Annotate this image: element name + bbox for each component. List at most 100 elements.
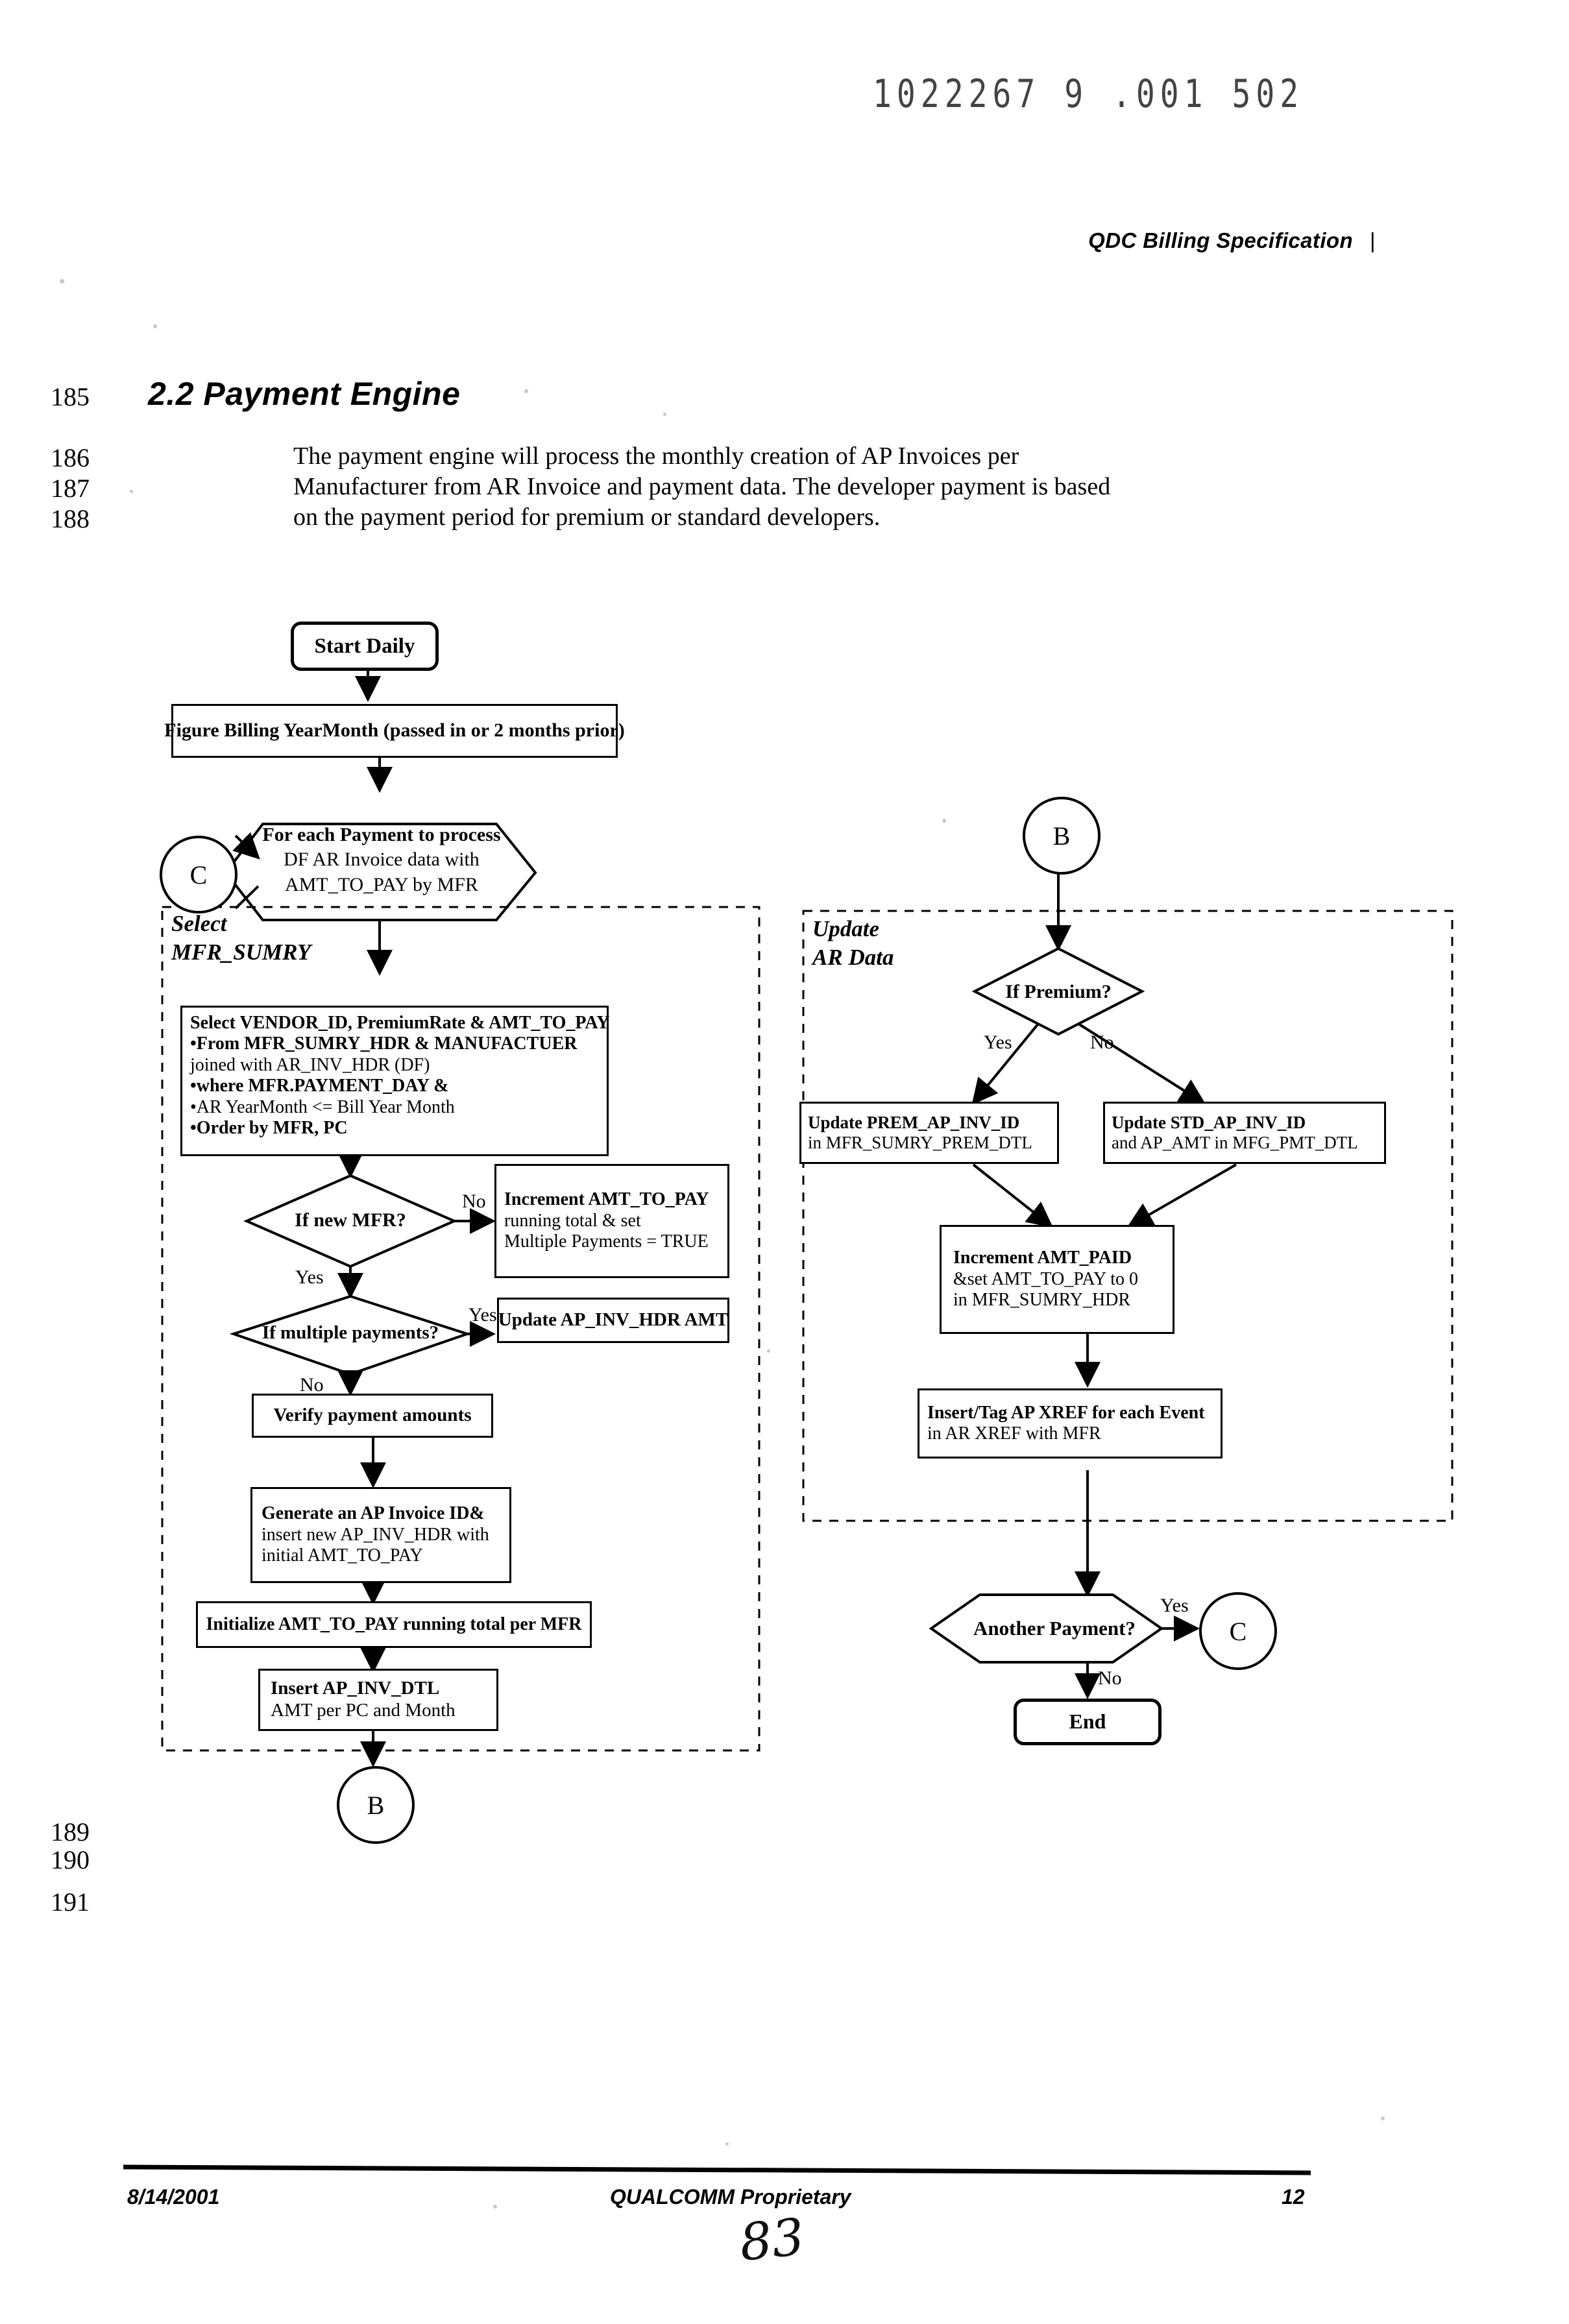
flow-edge-label-no: No: [1098, 1667, 1122, 1689]
change-bar-icon: |: [1370, 228, 1376, 252]
flow-xref-line: Insert/Tag AP XREF for each Event: [927, 1402, 1205, 1423]
flow-node-update-ap-inv-hdr-amt: Update AP_INV_HDR AMT: [497, 1298, 729, 1343]
flow-hexagon-line: For each Payment to process: [262, 824, 501, 845]
flow-group-label-select: Select MFR_SUMRY: [171, 910, 311, 967]
flow-group-label-line: MFR_SUMRY: [171, 939, 311, 965]
flow-node-insert-tag-ap-xref: Insert/Tag AP XREF for each Event in AR …: [918, 1388, 1222, 1459]
flow-update-std-line: Update STD_AP_INV_ID: [1112, 1112, 1306, 1132]
flow-hexagon-line: DF AR Invoice data with: [284, 849, 480, 871]
handwritten-page-number: 83: [736, 2208, 807, 2273]
flow-insert-dtl-line: Insert AP_INV_DTL: [271, 1678, 440, 1699]
scan-speckle: [663, 413, 666, 416]
flow-increment-paid-line: in MFR_SUMRY_HDR: [953, 1290, 1131, 1311]
flow-node-initialize-label: Initialize AMT_TO_PAY running total per …: [206, 1614, 582, 1634]
flow-connector-b-right: B: [1023, 797, 1101, 875]
flow-select-line: joined with AR_INV_HDR (DF): [190, 1054, 430, 1075]
flow-node-insert-ap-inv-dtl: Insert AP_INV_DTL AMT per PC and Month: [258, 1669, 498, 1731]
page-header: QDC Billing Specification|: [1038, 228, 1376, 253]
scan-speckle: [942, 819, 946, 823]
flow-increment-line: Increment AMT_TO_PAY: [504, 1189, 709, 1210]
flow-node-update-ap-inv-hdr-amt-label: Update AP_INV_HDR AMT: [498, 1309, 729, 1331]
flow-edge-label-no: No: [1090, 1032, 1114, 1053]
flow-generate-line: Generate an AP Invoice ID&: [262, 1503, 485, 1524]
scan-speckle: [153, 324, 157, 328]
footer-date: 8/14/2001: [127, 2185, 220, 2209]
flow-decision-another-payment-label: Another Payment?: [973, 1617, 1136, 1640]
flow-connector-b-bottom: B: [337, 1766, 415, 1844]
scan-speckle: [767, 1350, 770, 1353]
flow-edge-label-yes: Yes: [984, 1032, 1012, 1053]
flow-edge-label-yes: Yes: [295, 1266, 324, 1288]
flow-increment-paid-line: Increment AMT_PAID: [953, 1248, 1132, 1268]
flow-decision-multiple-payments: If multiple payments?: [253, 1322, 448, 1344]
flow-group-label-update: Update AR Data: [812, 915, 894, 972]
flow-update-std-line: and AP_AMT in MFG_PMT_DTL: [1112, 1133, 1358, 1152]
paragraph-line: Manufacturer from AR Invoice and payment…: [293, 473, 1111, 500]
flow-increment-line: Multiple Payments = TRUE: [504, 1231, 709, 1252]
flow-select-line: •From MFR_SUMRY_HDR & MANUFACTUER: [190, 1034, 578, 1054]
flow-edge-label-yes: Yes: [1160, 1595, 1189, 1616]
flow-increment-line: running total & set: [504, 1210, 641, 1231]
section-heading: 2.2 Payment Engine: [148, 376, 461, 412]
flow-connector-b-bottom-label: B: [367, 1790, 385, 1820]
flow-connector-c-left: C: [160, 836, 237, 914]
flow-node-end: End: [1014, 1699, 1162, 1745]
flow-insert-dtl-line: AMT per PC and Month: [271, 1700, 456, 1721]
flow-node-update-std-ap-inv-id: Update STD_AP_INV_ID and AP_AMT in MFG_P…: [1103, 1102, 1386, 1164]
scan-speckle: [725, 2142, 729, 2146]
flow-node-increment-amt-to-pay: Increment AMT_TO_PAY running total & set…: [494, 1164, 729, 1278]
flow-connector-c-right-label: C: [1229, 1616, 1247, 1646]
scan-speckle: [493, 2205, 497, 2209]
flow-decision-if-premium-label: If Premium?: [1005, 981, 1112, 1002]
flow-xref-line: in AR XREF with MFR: [927, 1423, 1101, 1444]
flow-connector-b-right-label: B: [1052, 821, 1071, 851]
flow-node-verify-payment-amounts: Verify payment amounts: [252, 1394, 493, 1438]
line-number-187: 187: [51, 474, 90, 503]
line-number-190: 190: [51, 1845, 90, 1874]
flow-edge-label-no: No: [462, 1191, 486, 1212]
flow-node-start: Start Daily: [291, 622, 439, 671]
line-number-186: 186: [51, 443, 90, 472]
bates-stamp: 1022267 9 .001 502: [873, 71, 1304, 117]
footer-divider: [123, 2164, 1311, 2175]
flow-node-verify-label: Verify payment amounts: [273, 1405, 472, 1426]
flow-update-prem-line: Update PREM_AP_INV_ID: [808, 1112, 1020, 1132]
flow-decision-if-premium: If Premium?: [987, 981, 1130, 1003]
flow-node-select-statement: Select VENDOR_ID, PremiumRate & AMT_TO_P…: [180, 1006, 609, 1156]
flow-select-line: •Order by MFR, PC: [190, 1118, 348, 1139]
footer-page-number: 12: [1282, 2185, 1305, 2209]
flow-node-figure-billing: Figure Billing YearMonth (passed in or 2…: [164, 704, 625, 758]
scan-speckle: [1381, 2116, 1385, 2120]
scan-speckle: [524, 389, 528, 393]
flow-decision-multiple-payments-label: If multiple payments?: [262, 1322, 439, 1343]
flow-select-line: •AR YearMonth <= Bill Year Month: [190, 1096, 455, 1117]
flow-node-start-label: Start Daily: [314, 634, 415, 658]
flow-decision-new-mfr: If new MFR?: [273, 1209, 428, 1231]
flow-group-label-line: AR Data: [812, 944, 894, 970]
scan-speckle: [130, 490, 133, 493]
flow-hexagon-line: AMT_TO_PAY by MFR: [285, 873, 478, 895]
section-paragraph: The payment engine will process the mont…: [293, 441, 1332, 533]
paragraph-line: on the payment period for premium or sta…: [293, 503, 881, 531]
flow-connector-c-left-label: C: [189, 860, 208, 890]
flow-select-line: Select VENDOR_ID, PremiumRate & AMT_TO_P…: [190, 1013, 610, 1033]
footer-proprietary-notice: QUALCOMM Proprietary: [610, 2185, 851, 2209]
flow-group-label-line: Select: [171, 911, 227, 936]
flow-generate-line: initial AMT_TO_PAY: [262, 1545, 423, 1566]
flow-decision-another-payment: Another Payment?: [973, 1617, 1200, 1640]
flow-node-initialize-running-total: Initialize AMT_TO_PAY running total per …: [196, 1601, 592, 1648]
flow-node-figure-billing-label: Figure Billing YearMonth (passed in or 2…: [164, 720, 625, 742]
flow-node-generate-ap-invoice: Generate an AP Invoice ID& insert new AP…: [250, 1487, 511, 1583]
scan-speckle: [60, 279, 64, 284]
paragraph-line: The payment engine will process the mont…: [293, 442, 1019, 470]
flow-select-line: •where MFR.PAYMENT_DAY &: [190, 1076, 449, 1096]
flow-edge-label-no: No: [300, 1374, 324, 1396]
flow-generate-line: insert new AP_INV_HDR with: [262, 1524, 489, 1545]
flow-increment-paid-line: &set AMT_TO_PAY to 0: [953, 1268, 1138, 1289]
flow-node-end-label: End: [1069, 1710, 1106, 1734]
flow-update-prem-line: in MFR_SUMRY_PREM_DTL: [808, 1133, 1032, 1152]
flow-node-loop-hexagon: For each Payment to process DF AR Invoic…: [258, 823, 505, 897]
line-number-185: 185: [51, 382, 90, 411]
line-number-191: 191: [51, 1887, 90, 1917]
